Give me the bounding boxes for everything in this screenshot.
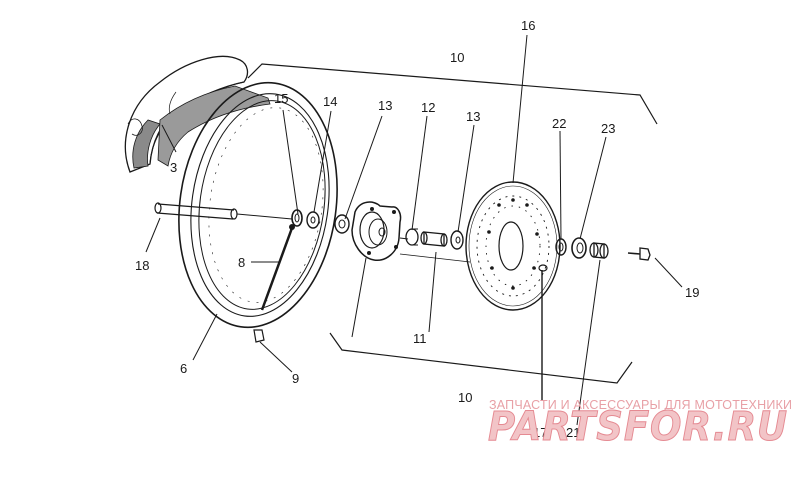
watermark-brand: PARTSFOR.RU bbox=[488, 404, 788, 450]
label-19: 19 bbox=[685, 285, 699, 300]
watermark-tagline: ЗАПЧАСТИ И АКСЕССУАРЫ ДЛЯ МОТОТЕХНИКИ bbox=[489, 398, 792, 412]
sleeve bbox=[405, 228, 419, 246]
bracket-top bbox=[247, 63, 658, 125]
tyre bbox=[124, 55, 271, 173]
leader-lines bbox=[145, 34, 683, 426]
label-6: 6 bbox=[180, 361, 187, 376]
label-23: 23 bbox=[601, 121, 615, 136]
spindle bbox=[154, 202, 293, 220]
label-18: 18 bbox=[135, 258, 149, 273]
disc-bolt bbox=[538, 264, 548, 400]
label-17: 17 bbox=[533, 425, 547, 440]
label-11: 11 bbox=[413, 331, 427, 346]
label-13-right: 13 bbox=[466, 109, 480, 124]
valve-cap bbox=[253, 329, 265, 343]
valve bbox=[260, 224, 295, 311]
label-9: 9 bbox=[292, 371, 299, 386]
label-12: 12 bbox=[421, 100, 435, 115]
label-3: 3 bbox=[170, 160, 177, 175]
watermark: ЗАПЧАСТИ И АКСЕССУАРЫ ДЛЯ МОТОТЕХНИКИ PA… bbox=[488, 398, 792, 451]
bearing-left bbox=[334, 214, 350, 234]
seal bbox=[291, 209, 303, 227]
axle-spacer bbox=[420, 231, 448, 247]
bearing-right bbox=[450, 230, 464, 250]
label-21: 21 bbox=[566, 425, 580, 440]
label-22: 22 bbox=[552, 116, 566, 131]
label-15: 15 bbox=[274, 91, 288, 106]
seal-right bbox=[571, 237, 587, 259]
label-14: 14 bbox=[323, 94, 337, 109]
label-8: 8 bbox=[238, 255, 245, 270]
label-10-bottom: 10 bbox=[458, 390, 472, 405]
bracket-bottom bbox=[329, 332, 633, 384]
label-16: 16 bbox=[521, 18, 535, 33]
axle-bolt bbox=[627, 247, 651, 261]
spacer-right bbox=[589, 242, 609, 259]
label-13-left: 13 bbox=[378, 98, 392, 113]
hub bbox=[351, 201, 409, 261]
brake-disc bbox=[465, 181, 561, 311]
washer bbox=[555, 238, 567, 256]
label-10-top: 10 bbox=[450, 50, 464, 65]
part-number-labels: 3 10 15 14 13 12 13 16 22 23 18 8 19 11 … bbox=[135, 18, 699, 440]
rim bbox=[178, 81, 338, 329]
spacer bbox=[306, 211, 320, 229]
